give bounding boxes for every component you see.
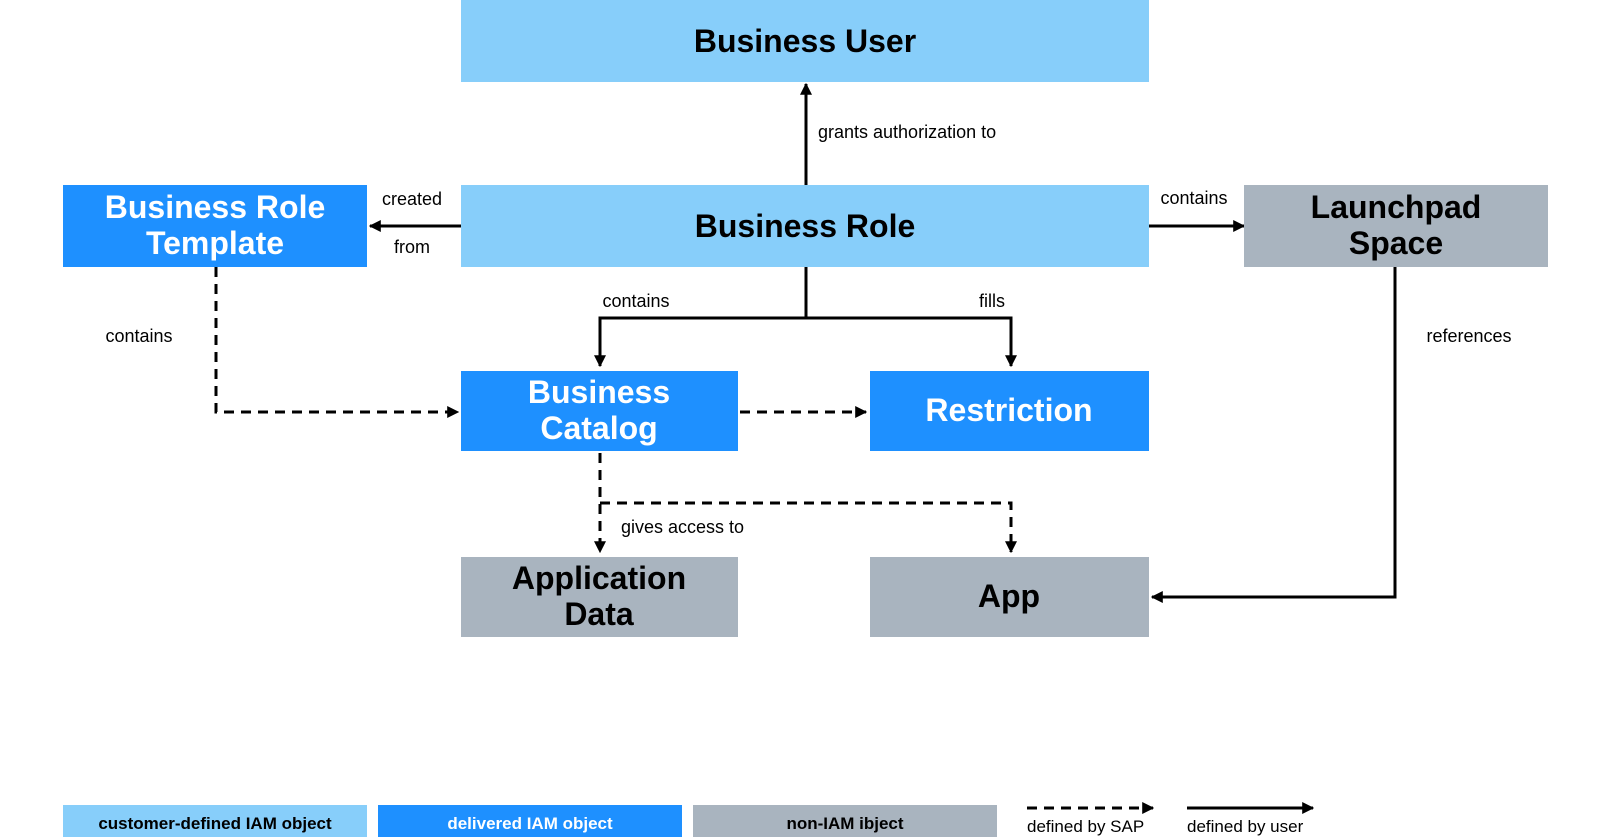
edge-catalog-to-app <box>600 501 1017 554</box>
edge-role-branch <box>594 267 808 368</box>
legend-delivered-label: delivered IAM object <box>447 814 613 833</box>
legend-customer-defined-swatch <box>63 805 367 837</box>
node-business-role-label: Business Role <box>695 208 916 244</box>
label-contains-template: contains <box>105 326 172 346</box>
node-business-catalog: Business Catalog <box>461 371 738 451</box>
node-launchpad-space: Launchpad Space <box>1244 185 1548 267</box>
legend-non-iam-label: non-IAM ibject <box>786 814 903 833</box>
node-business-catalog-label-line1: Business <box>528 374 670 410</box>
label-contains-space: contains <box>1160 188 1227 208</box>
node-application-data-label-line1: Application <box>512 560 686 596</box>
label-grants-authorization-to: grants authorization to <box>818 122 996 142</box>
node-business-role-template-box <box>63 185 367 267</box>
legend-customer-defined-label: customer-defined IAM object <box>98 814 332 833</box>
node-restriction: Restriction <box>870 371 1149 451</box>
node-business-role-box <box>461 185 1149 267</box>
label-contains-catalog: contains <box>602 291 669 311</box>
node-app-label: App <box>978 578 1040 614</box>
node-app: App <box>870 557 1149 637</box>
label-fills: fills <box>979 291 1005 311</box>
legend-delivered-swatch <box>378 805 682 837</box>
label-references: references <box>1426 326 1511 346</box>
legend-defined-by-user: defined by user <box>1187 817 1304 836</box>
label-created: created <box>382 189 442 209</box>
node-business-user-box <box>461 0 1149 82</box>
legend: customer-defined IAM object delivered IA… <box>63 802 1315 837</box>
node-business-role-template-label-line1: Business Role <box>105 189 326 225</box>
node-business-user-label: Business User <box>694 23 916 59</box>
node-launchpad-space-label-line2: Space <box>1349 225 1443 261</box>
node-application-data: Application Data <box>461 557 738 637</box>
edge-role-to-restriction <box>806 316 1017 368</box>
node-launchpad-space-box <box>1244 185 1548 267</box>
label-from: from <box>394 237 430 257</box>
node-restriction-box <box>870 371 1149 451</box>
label-gives-access-to: gives access to <box>621 517 744 537</box>
legend-non-iam-swatch <box>693 805 997 837</box>
node-business-catalog-box <box>461 371 738 451</box>
node-business-user: Business User <box>461 0 1149 82</box>
node-restriction-label: Restriction <box>925 392 1092 428</box>
edge-space-to-app <box>1150 267 1397 603</box>
node-business-role-template-label-line2: Template <box>146 225 284 261</box>
node-application-data-label-line2: Data <box>564 596 634 632</box>
node-application-data-box <box>461 557 738 637</box>
node-launchpad-space-label-line1: Launchpad <box>1311 189 1482 225</box>
node-app-box <box>870 557 1149 637</box>
legend-defined-by-sap: defined by SAP <box>1027 817 1144 836</box>
node-business-role: Business Role <box>461 185 1149 267</box>
node-business-role-template: Business Role Template <box>63 185 367 267</box>
edge-template-to-catalog <box>214 267 460 418</box>
node-business-catalog-label-line2: Catalog <box>540 410 657 446</box>
